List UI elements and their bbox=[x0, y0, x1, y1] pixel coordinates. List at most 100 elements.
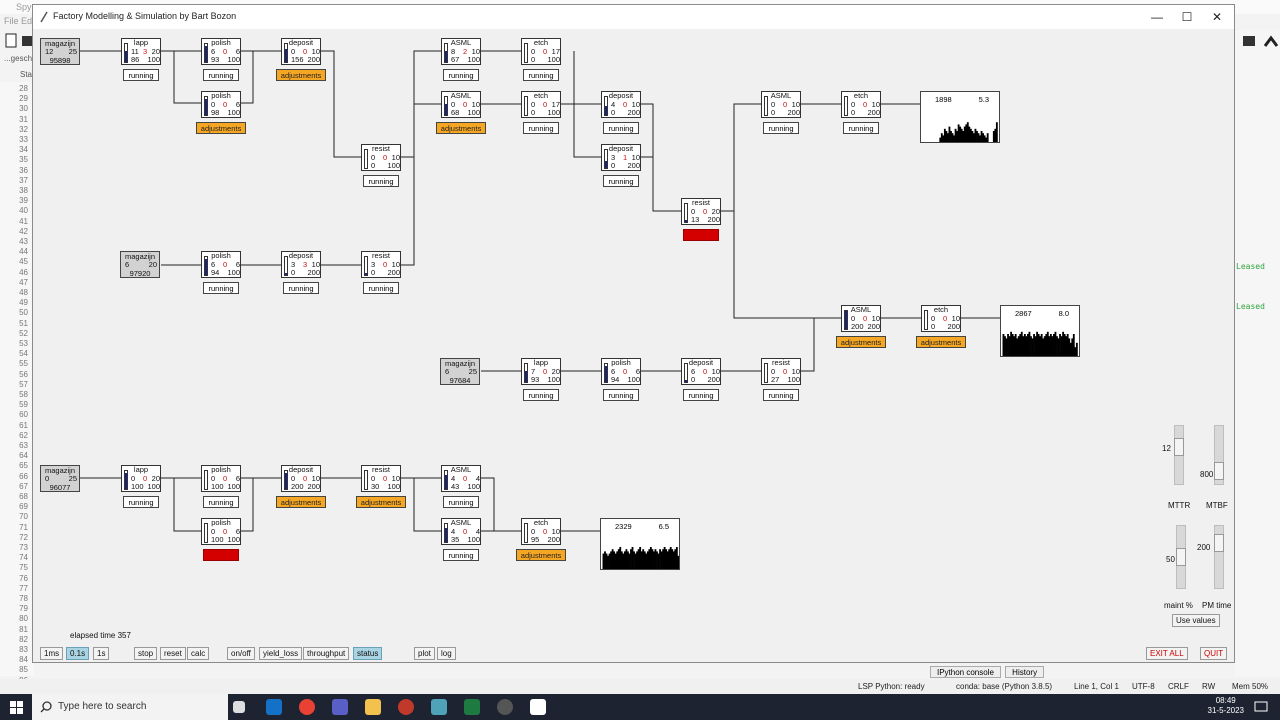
machine-status-adjustments[interactable]: adjustments bbox=[276, 496, 326, 508]
spyder-menu[interactable]: File Edi bbox=[4, 16, 35, 26]
tab-ipython-console[interactable]: IPython console bbox=[930, 666, 1001, 678]
clock-app-icon[interactable] bbox=[497, 699, 513, 715]
machine-status-running[interactable]: running bbox=[443, 496, 479, 508]
machine-status-adjustments[interactable]: adjustments bbox=[916, 336, 966, 348]
pm-time-slider[interactable] bbox=[1214, 525, 1224, 589]
throughput-button[interactable]: throughput bbox=[303, 647, 350, 660]
machine-status-running[interactable]: running bbox=[203, 496, 239, 508]
use-values-button[interactable]: Use values bbox=[1172, 614, 1220, 627]
machine-status-running[interactable]: running bbox=[763, 122, 799, 134]
close-button[interactable]: ✕ bbox=[1211, 10, 1223, 24]
reset-button[interactable]: reset bbox=[160, 647, 186, 660]
machine-status-running[interactable]: running bbox=[363, 282, 399, 294]
windows-start-icon[interactable] bbox=[10, 701, 23, 714]
mttr-slider[interactable] bbox=[1174, 425, 1184, 485]
machine-status-adjustments[interactable]: adjustments bbox=[196, 122, 246, 134]
mtbf-slider-thumb[interactable] bbox=[1214, 462, 1224, 480]
maint-slider[interactable] bbox=[1176, 525, 1186, 589]
outlook-icon[interactable] bbox=[266, 699, 282, 715]
speed-1s-button[interactable]: 1s bbox=[93, 647, 110, 660]
on-off-button[interactable]: on/off bbox=[227, 647, 255, 660]
exit-all-button[interactable]: EXIT ALL bbox=[1146, 647, 1188, 660]
plot-button[interactable]: plot bbox=[414, 647, 435, 660]
taskbar-search[interactable]: Type here to search bbox=[32, 694, 228, 720]
maximize-button[interactable]: ☐ bbox=[1181, 10, 1193, 24]
machine-status-running[interactable]: running bbox=[203, 69, 239, 81]
machine-status-running[interactable]: running bbox=[603, 175, 639, 187]
spyder-script-tab[interactable]: Sta bbox=[20, 70, 33, 79]
machine-status-running[interactable]: running bbox=[123, 69, 159, 81]
machine-status-running[interactable]: running bbox=[523, 389, 559, 401]
machine-status-running[interactable]: running bbox=[203, 282, 239, 294]
stop-button[interactable]: stop bbox=[134, 647, 158, 660]
machine-status-running[interactable]: running bbox=[283, 282, 319, 294]
machine-status-running[interactable]: running bbox=[683, 389, 719, 401]
minimize-button[interactable]: — bbox=[1151, 10, 1163, 24]
excel-icon[interactable] bbox=[464, 699, 480, 715]
machine-status-failed[interactable] bbox=[203, 549, 239, 561]
task-view-icon[interactable] bbox=[233, 701, 245, 713]
status-button[interactable]: status bbox=[353, 647, 383, 660]
quit-button[interactable]: QUIT bbox=[1200, 647, 1228, 660]
spyder-icon[interactable] bbox=[398, 699, 414, 715]
machine-status-adjustments[interactable]: adjustments bbox=[516, 549, 566, 561]
machine-status-failed[interactable] bbox=[683, 229, 719, 241]
chrome-icon[interactable] bbox=[299, 699, 315, 715]
machine-status-running[interactable]: running bbox=[763, 389, 799, 401]
new-file-icon[interactable] bbox=[0, 30, 40, 52]
mttr-slider-thumb[interactable] bbox=[1174, 438, 1184, 456]
pm-time-slider-thumb[interactable] bbox=[1214, 534, 1224, 552]
machine-status-running[interactable]: running bbox=[843, 122, 879, 134]
app-icon[interactable] bbox=[431, 699, 447, 715]
machine-status-running[interactable]: running bbox=[123, 496, 159, 508]
calc-button[interactable]: calc bbox=[187, 647, 210, 660]
machine-status-adjustments[interactable]: adjustments bbox=[356, 496, 406, 508]
machine-status-adjustments[interactable]: adjustments bbox=[276, 69, 326, 81]
speed-0-1s-button[interactable]: 0.1s bbox=[66, 647, 90, 660]
machine-status-running[interactable]: running bbox=[603, 389, 639, 401]
maint-slider-thumb[interactable] bbox=[1176, 548, 1186, 566]
notepad-icon[interactable] bbox=[530, 699, 546, 715]
machine-status-adjustments[interactable]: adjustments bbox=[436, 122, 486, 134]
machine-status-running[interactable]: running bbox=[523, 122, 559, 134]
machine-status-running[interactable]: running bbox=[523, 69, 559, 81]
spyder-file-tab[interactable]: ...gesch bbox=[4, 54, 33, 63]
machine-status-running[interactable]: running bbox=[443, 549, 479, 561]
machine-status-running[interactable]: running bbox=[363, 175, 399, 187]
machine-status-running[interactable]: running bbox=[603, 122, 639, 134]
teams-icon[interactable] bbox=[332, 699, 348, 715]
speed-1ms-button[interactable]: 1ms bbox=[40, 647, 64, 660]
file-explorer-icon[interactable] bbox=[365, 699, 381, 715]
